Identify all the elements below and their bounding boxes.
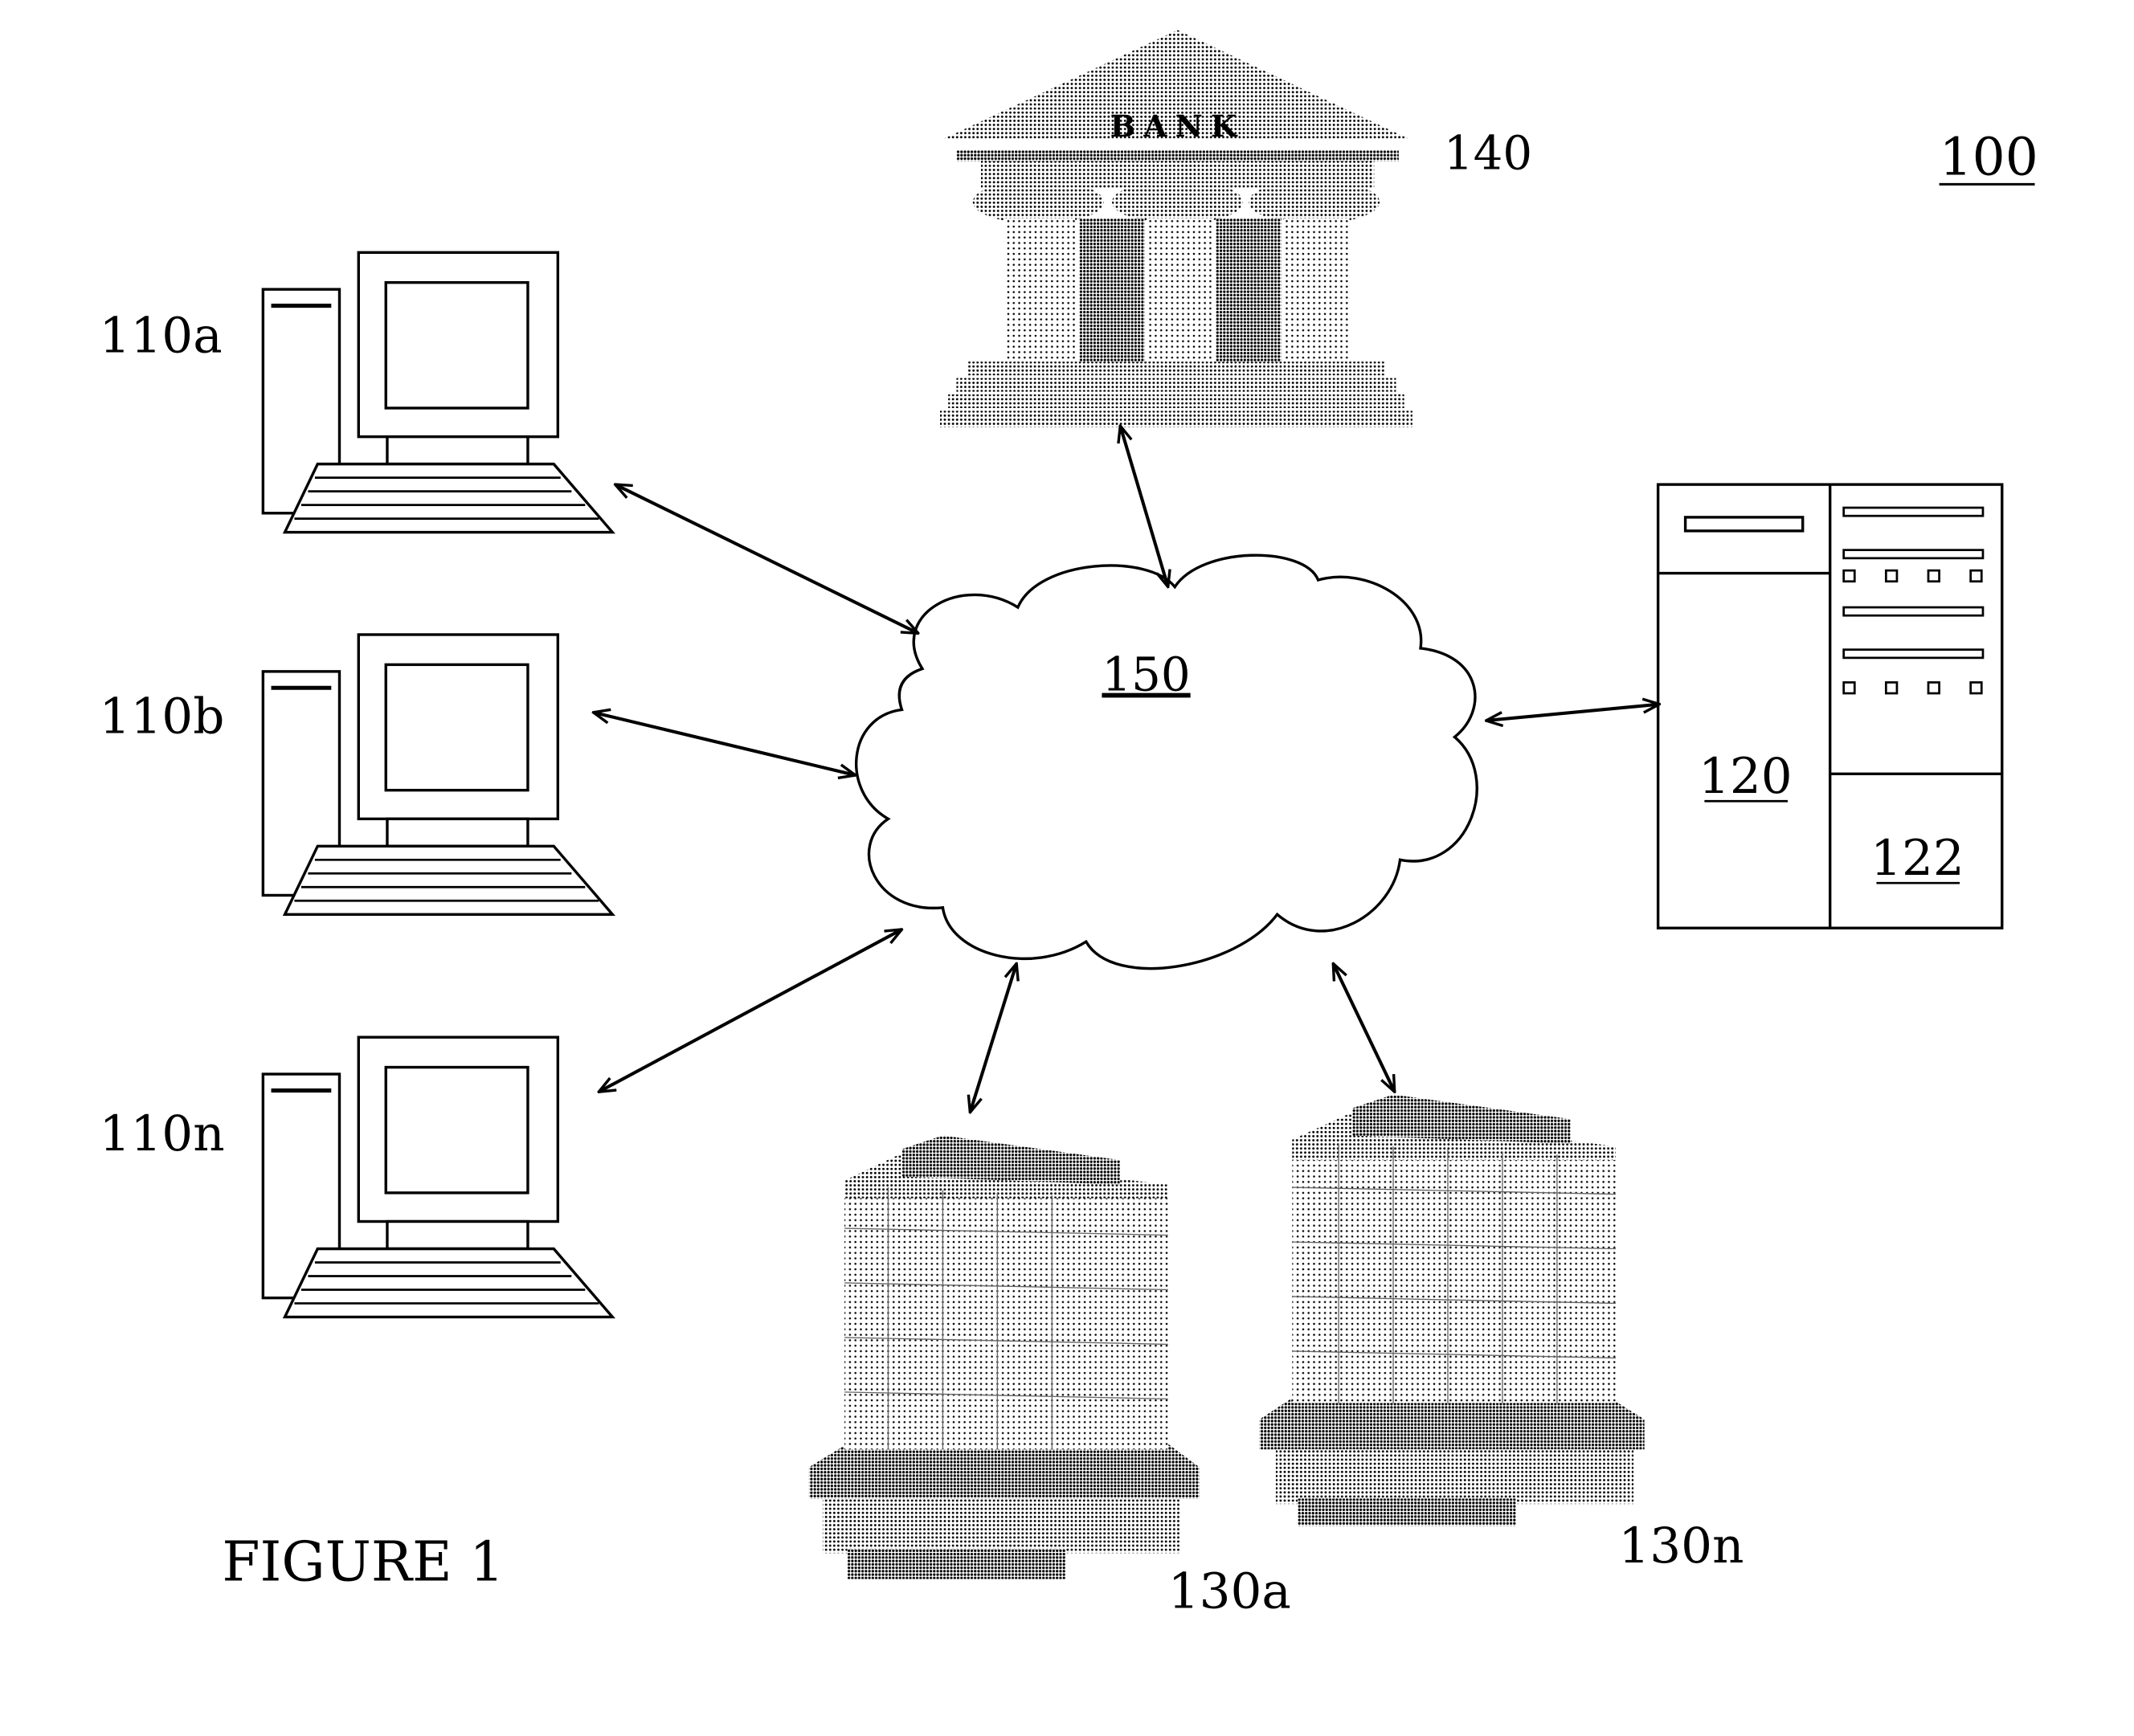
system-ref: 100 — [1940, 127, 2038, 187]
building-label-130a: 130a — [1168, 1562, 1291, 1620]
link-150-130n — [1333, 963, 1394, 1092]
computer-110a: 110a — [99, 252, 612, 532]
link-110a-150 — [615, 484, 918, 633]
office-building-icon — [809, 1135, 1200, 1579]
computer-110n: 110n — [99, 1037, 612, 1317]
cloud-outline-icon — [856, 555, 1478, 968]
link-150-130a — [970, 963, 1016, 1112]
desktop-computer-icon — [263, 635, 612, 914]
server-120: 120 122 — [1658, 484, 2002, 928]
system-label: 100 — [1940, 127, 2038, 187]
computer-110b: 110b — [99, 635, 612, 914]
building-130a: 130a — [809, 1135, 1291, 1620]
desktop-computer-icon — [263, 1037, 612, 1317]
bank-sign: BANK — [1110, 108, 1245, 144]
computer-label-110a: 110a — [99, 307, 222, 364]
bank-label: 140 — [1444, 126, 1532, 181]
network-label: 150 — [1102, 647, 1190, 702]
link-150-120 — [1486, 705, 1660, 721]
desktop-computer-icon — [263, 252, 612, 532]
link-140-150 — [1120, 426, 1167, 586]
link-110b-150 — [593, 713, 855, 775]
server-label: 120 — [1699, 748, 1793, 805]
computer-label-110b: 110b — [99, 688, 224, 745]
figure-caption: FIGURE 1 — [222, 1530, 504, 1594]
network-cloud: 150 — [856, 555, 1478, 968]
computer-label-110n: 110n — [99, 1105, 224, 1162]
storage-label: 122 — [1870, 830, 1964, 887]
building-label-130n: 130n — [1618, 1517, 1744, 1575]
bank-building-icon: BANK 140 — [940, 30, 1532, 427]
link-110n-150 — [599, 929, 901, 1092]
office-building-icon — [1260, 1095, 1645, 1526]
building-130n: 130n — [1260, 1095, 1744, 1575]
